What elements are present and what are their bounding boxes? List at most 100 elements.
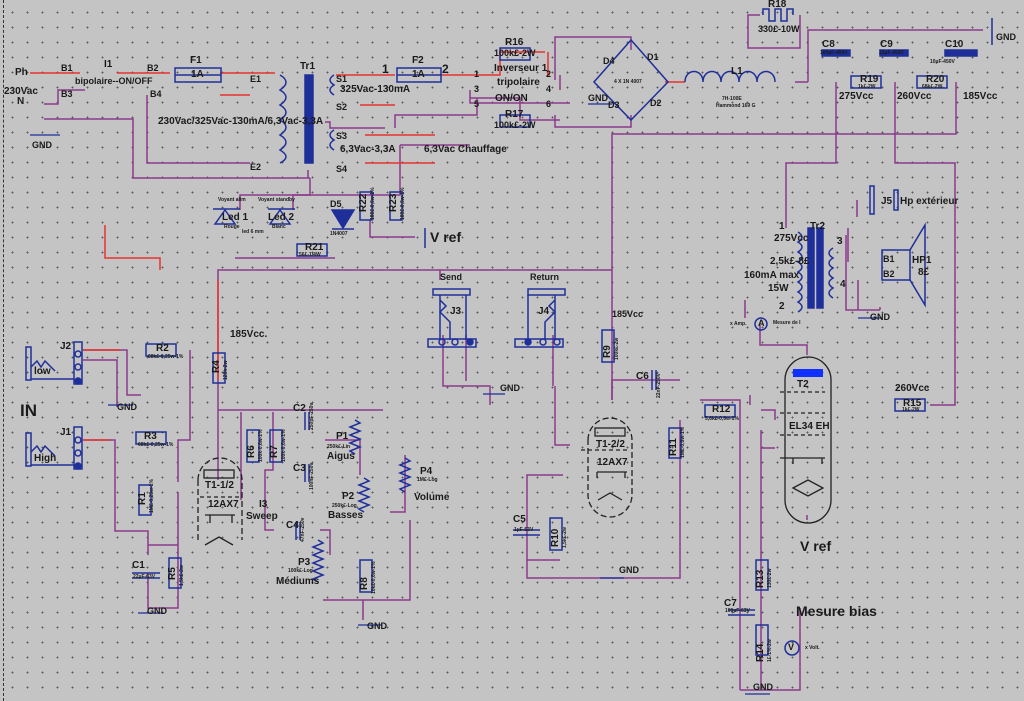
c7-value[interactable]: 100µF-63V — [725, 608, 750, 614]
tone-gnd: GND — [367, 621, 387, 631]
p4-name[interactable]: Volume — [414, 492, 450, 503]
d5-part: 1N4007 — [330, 231, 348, 237]
label-hv-secondary: 325Vac-130mA — [340, 84, 411, 95]
rail-185: 185Vcc — [963, 91, 998, 102]
label-phase: Ph — [15, 67, 28, 78]
selector-title[interactable]: Inverseur 1 — [494, 63, 548, 74]
ground-symbols — [30, 103, 882, 695]
c7-ref: C7 — [724, 598, 737, 609]
r15-value[interactable]: 1k£-2W — [902, 407, 920, 413]
r18-value[interactable]: 330£-10W — [758, 24, 800, 34]
led1-caption: Voyant alim — [218, 197, 246, 203]
r1-ref: R1 — [137, 492, 148, 505]
r7-value[interactable]: 100k-0,6w-1% — [281, 429, 287, 462]
r6-value[interactable]: 100k-0,6w-1% — [258, 429, 264, 462]
pin-b2: B2 — [147, 63, 159, 73]
selector-type: tripolaire — [497, 77, 540, 88]
r21-value[interactable]: 56£-1/4W — [299, 252, 321, 258]
r5-value[interactable]: 1,5k£-2w — [179, 565, 185, 586]
tube-t2-anode — [793, 369, 823, 377]
tr2-current: 160mA max — [744, 270, 800, 281]
c5-value[interactable]: 1µF-63V — [514, 527, 534, 533]
voltmeter-symbol[interactable]: V — [788, 642, 795, 652]
r22-value[interactable]: 180£-0,6w-1% — [370, 187, 376, 220]
switch-ref: I1 — [104, 59, 113, 70]
label-neutral: N — [17, 96, 25, 107]
wires-red — [30, 51, 685, 441]
tube-t2-type: EL34 EH — [789, 421, 830, 432]
r19-ref: R19 — [860, 74, 879, 85]
diode-d1: D1 — [647, 52, 659, 62]
c2-value[interactable]: 250pF-250v — [309, 402, 315, 430]
r3-value[interactable]: 68k£-0,25w-1% — [138, 442, 174, 448]
r19-value[interactable]: 1k£-2W — [858, 84, 876, 90]
bias-measure-label: Mesure bias — [796, 603, 877, 619]
r16-value[interactable]: 100k£-2W — [494, 48, 536, 58]
c9-value[interactable]: 22µF-450V — [879, 50, 904, 56]
r4-value[interactable]: 120k-2w — [223, 360, 229, 380]
transformer1-ref: Tr1 — [300, 61, 316, 72]
ammeter-caption: Mesure de I — [773, 320, 801, 326]
r10-value[interactable]: 1,5k£-2w — [562, 527, 568, 548]
r9-value[interactable]: 100k£-2w — [614, 337, 620, 360]
selector-pin3: 3 — [474, 84, 480, 94]
p1-name[interactable]: Aigus — [327, 451, 355, 462]
p3-name[interactable]: Médiums — [276, 576, 320, 587]
fuse-f1-value[interactable]: 1A — [191, 69, 204, 80]
r20-value[interactable]: 68k£-2W — [922, 84, 943, 90]
jack-j5-label[interactable]: Hp extérieur — [900, 196, 959, 207]
c10-value[interactable]: 10µF-450V — [930, 59, 955, 65]
r13-value[interactable]: 130£-2w — [767, 568, 773, 588]
r23-value[interactable]: 180£-0,6w-1% — [400, 187, 406, 220]
p2-name[interactable]: Basses — [328, 510, 364, 521]
led2-caption: Voyant standby — [258, 197, 295, 203]
r1-value[interactable]: 1M£-0,25w-1% — [149, 479, 155, 513]
rail-275: 275Vcc — [839, 91, 874, 102]
d5-ref: D5 — [330, 199, 342, 209]
c8-value[interactable]: 100µF-450V — [820, 50, 848, 56]
p3-value[interactable]: 100k£-Log — [288, 568, 313, 574]
switch-type[interactable]: bipolaire--ON/OFF — [75, 76, 153, 86]
c1-value[interactable]: 22µF-63V — [133, 574, 156, 580]
components-blue — [25, 8, 993, 656]
r22-ref: R22 — [358, 193, 369, 212]
tr2-ref: Tr2 — [810, 221, 826, 232]
send-label[interactable]: Send — [440, 272, 463, 282]
c6-value[interactable]: 22nF-250V — [656, 372, 662, 398]
r8-value[interactable]: 10k£-0,6w-1% — [371, 561, 377, 594]
c2-ref: C2 — [293, 403, 306, 414]
fuse-f2-ref: F2 — [412, 55, 424, 66]
sweep-label[interactable]: Sweep — [246, 511, 278, 522]
label-heater-secondary: 6,3Vac-3,3A — [340, 144, 396, 155]
p4-value[interactable]: 1M£-Log — [417, 477, 438, 483]
tr1-primary-coil — [278, 74, 287, 164]
c4-value[interactable]: 47nF-250v — [300, 517, 306, 542]
selector-pin1: 1 — [474, 69, 480, 79]
label-heater-output: 6,3Vac Chauffage — [424, 144, 507, 155]
r12-ref: R12 — [712, 404, 731, 415]
r2-value[interactable]: 68k£-0,25w-1% — [148, 354, 184, 360]
r11-value[interactable]: 1M£-0,6w-1% — [680, 426, 686, 458]
p1-ref: P1 — [336, 431, 349, 442]
c3-value[interactable]: 100nF-250v — [309, 462, 315, 490]
r14-value[interactable]: 1£-1%-2w — [767, 639, 773, 662]
ammeter-symbol[interactable]: A — [758, 318, 765, 328]
p2-value[interactable]: 250k£-Log — [332, 503, 357, 509]
p1-value[interactable]: 250k£-Lin — [327, 444, 351, 450]
tr2-voltage: 275Vcc — [774, 233, 809, 244]
bias-gnd: GND — [753, 682, 773, 692]
return-label[interactable]: Return — [530, 272, 559, 282]
r17-value[interactable]: 100k£-2W — [494, 120, 536, 130]
selector-pin5: 5 — [474, 99, 480, 109]
jack-j5-ref: J5 — [881, 196, 893, 207]
c1-ref: C1 — [132, 560, 145, 571]
speaker-ref: HP1 — [912, 255, 932, 266]
r12-value[interactable]: 5,6k£-0,6w-1% — [705, 416, 739, 422]
r18-ref: R18 — [768, 0, 787, 10]
c10-ref: C10 — [945, 39, 964, 50]
jack-j2-label[interactable]: low — [34, 366, 51, 377]
jack-j1-label[interactable]: High — [34, 453, 57, 464]
fuse-f2-value[interactable]: 1A — [412, 69, 425, 80]
